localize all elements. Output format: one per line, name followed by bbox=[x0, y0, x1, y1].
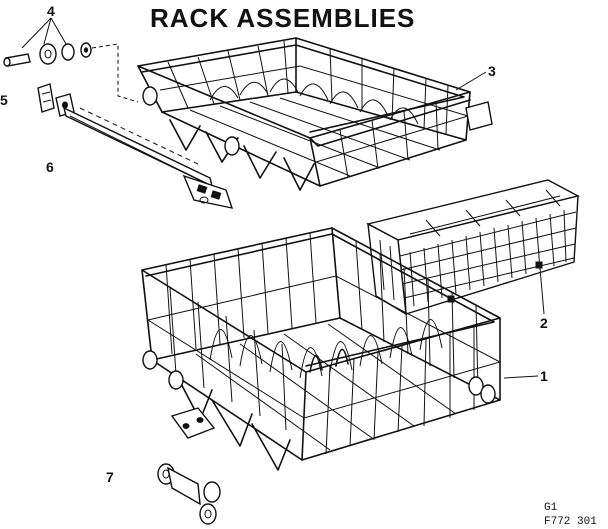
callout-4: 4 bbox=[21, 3, 67, 49]
callout-label-3: 3 bbox=[488, 63, 496, 79]
part-7-wheel-and-clip bbox=[157, 407, 221, 525]
part-2-silverware-basket bbox=[366, 179, 580, 316]
callout-3: 3 bbox=[455, 63, 496, 91]
callout-2: 2 bbox=[539, 267, 548, 331]
part-6-slide-rail bbox=[62, 106, 234, 209]
part-5-rack-clip bbox=[37, 83, 75, 117]
part-4-roller-hardware bbox=[3, 42, 139, 103]
figure-code-line-2: F772 301 bbox=[544, 516, 597, 528]
diagram-title: RACK ASSEMBLIES bbox=[150, 3, 415, 33]
part-1-lower-rack bbox=[141, 227, 502, 471]
callout-1: 1 bbox=[503, 368, 548, 384]
callout-label-5: 5 bbox=[0, 92, 8, 108]
callout-label-6: 6 bbox=[46, 159, 54, 175]
figure-code-line-1: G1 bbox=[544, 502, 558, 514]
part-3-upper-rack bbox=[137, 37, 493, 191]
callout-label-4: 4 bbox=[47, 3, 55, 19]
callout-label-1: 1 bbox=[540, 368, 548, 384]
callout-label-7: 7 bbox=[106, 469, 114, 485]
callout-label-2: 2 bbox=[540, 315, 548, 331]
